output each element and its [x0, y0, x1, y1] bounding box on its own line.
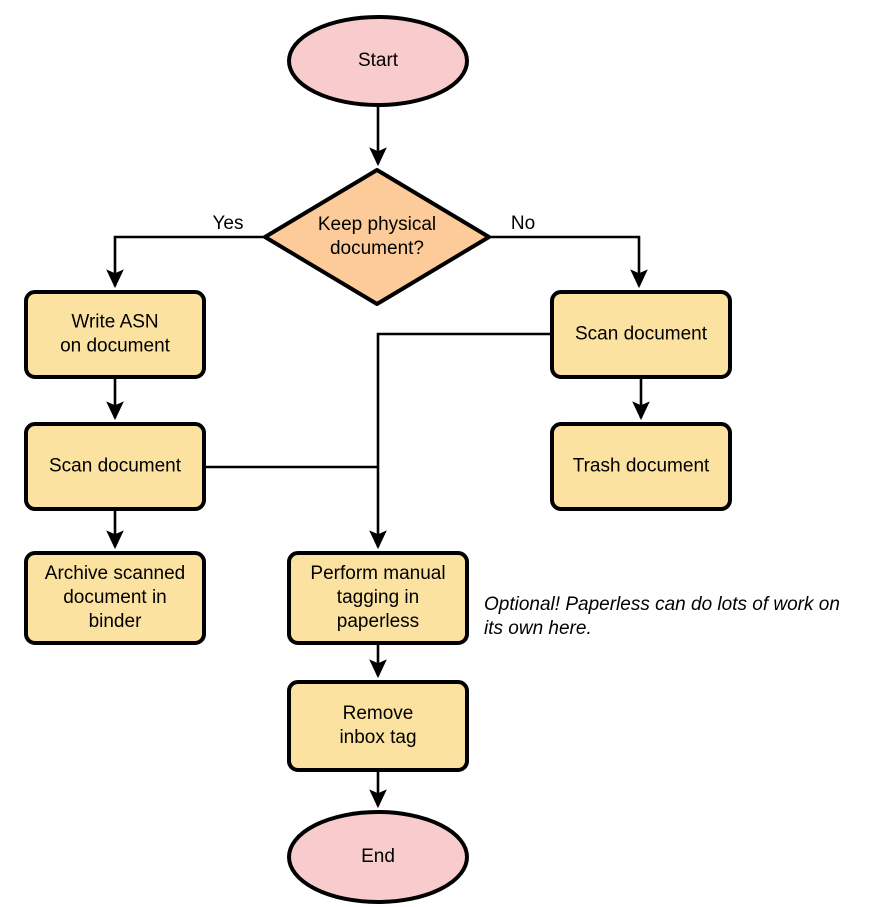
terminator-shape — [287, 15, 469, 107]
node-label-start: Start — [358, 50, 399, 71]
process-shape — [550, 290, 732, 379]
edge-decision-yes-to-write-asn — [106, 235, 265, 289]
edge-labels-layer: Yes No — [213, 213, 536, 234]
process-shape — [550, 422, 732, 511]
node-label-trash-document: Trash document — [573, 456, 710, 477]
process-shape — [287, 551, 469, 645]
node-label-scan-document-left: Scan document — [49, 456, 182, 477]
node-end: End — [287, 810, 469, 904]
process-shape — [24, 290, 206, 379]
node-scan-document-left: Scan document — [24, 422, 206, 511]
terminator-shape — [287, 810, 469, 904]
decision-shape — [263, 168, 491, 306]
annotations-layer: Optional! Paperless can do lots of work … — [484, 594, 840, 639]
node-label-end: End — [361, 846, 395, 867]
edges-layer — [106, 105, 650, 809]
node-scan-document-right: Scan document — [550, 290, 732, 379]
process-shape — [287, 680, 469, 772]
node-label-scan-document-right: Scan document — [575, 324, 708, 345]
edge-label-yes-label: Yes — [213, 213, 244, 234]
annotation-optional-note: Optional! Paperless can do lots of work … — [484, 594, 840, 639]
node-start: Start — [287, 15, 469, 107]
edge-scan-right-to-tagging — [369, 332, 552, 550]
process-shape — [24, 551, 206, 645]
node-trash-document: Trash document — [550, 422, 732, 511]
process-shape — [24, 422, 206, 511]
edge-label-no-label: No — [511, 213, 535, 234]
edge-decision-no-to-scan-right — [489, 235, 648, 289]
